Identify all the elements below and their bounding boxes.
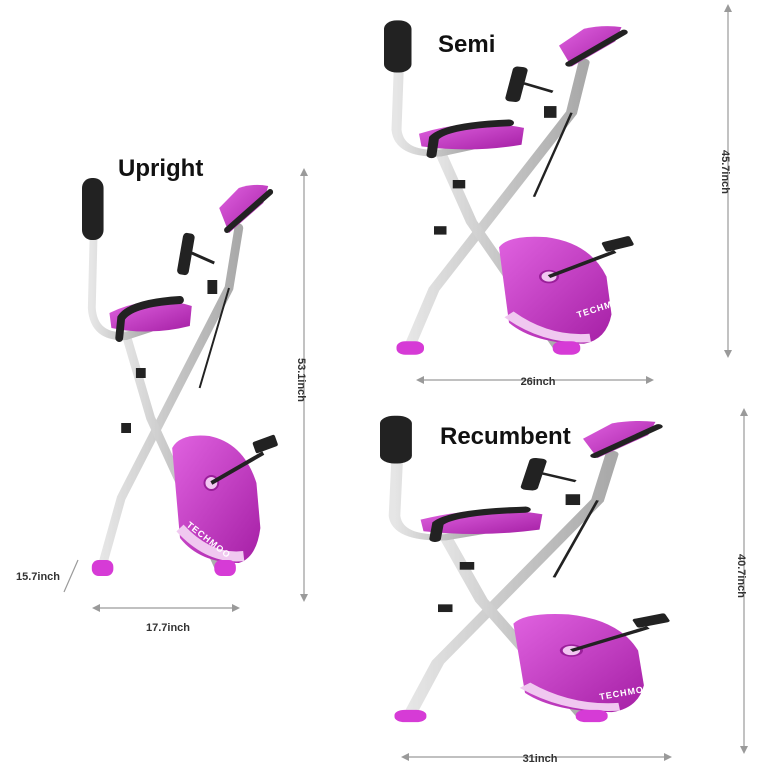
label-semi: Semi	[438, 31, 495, 58]
bike-recumbent	[380, 416, 670, 722]
dim-upright-height: 53.1inch	[295, 358, 307, 402]
dim-upright-width: 17.7inch	[146, 622, 190, 634]
dim-semi-width: 26inch	[521, 376, 556, 388]
dim-recumbent-height: 40.7inch	[735, 554, 747, 598]
dim-line-upright-depth	[63, 559, 79, 593]
dim-upright-depth: 15.7inch	[16, 571, 60, 583]
bike-upright	[82, 178, 278, 576]
dim-recumbent-width: 31inch	[523, 753, 558, 765]
label-upright: Upright	[118, 155, 203, 182]
label-recumbent: Recumbent	[440, 423, 571, 450]
dim-semi-height: 45.7inch	[719, 150, 731, 194]
